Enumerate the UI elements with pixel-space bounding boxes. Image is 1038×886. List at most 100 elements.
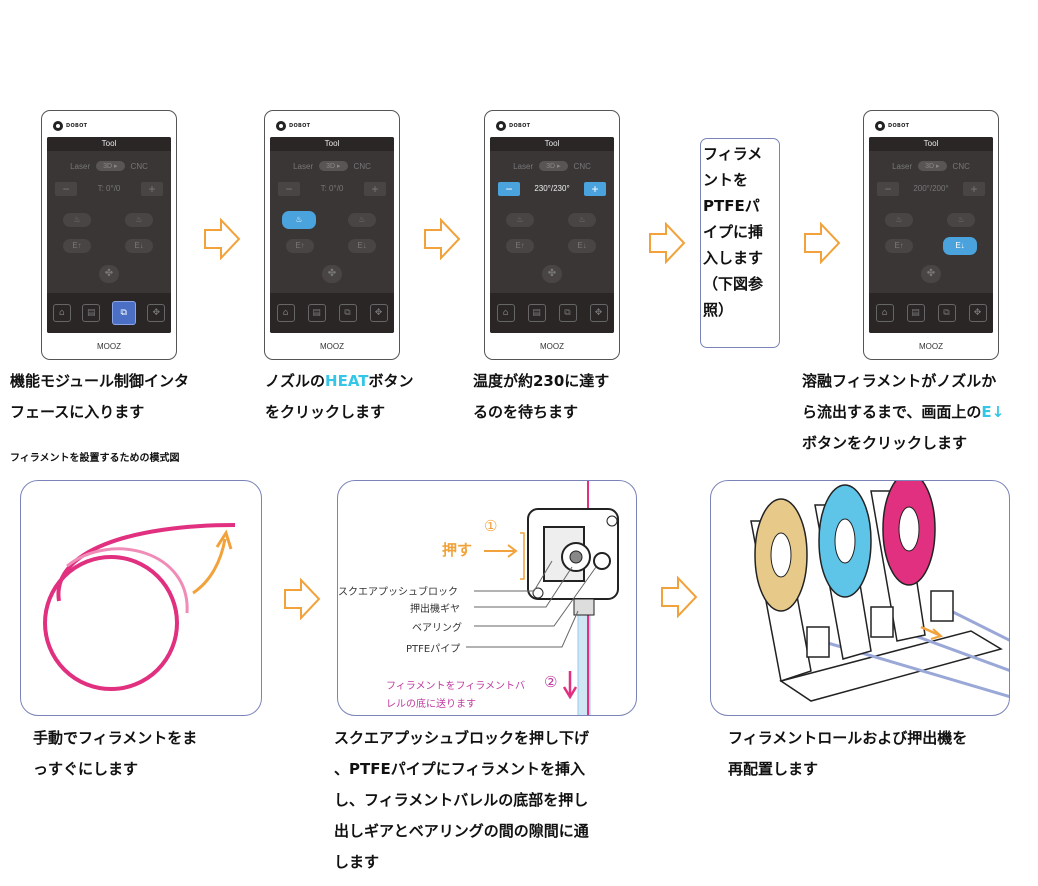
extrude-up-button[interactable]: E↑	[63, 239, 91, 253]
bed-heat-button[interactable]: ♨	[125, 213, 153, 227]
bottom-nav: ⌂ ▤ ⧉ ✥	[490, 293, 614, 333]
step2-caption: ノズルのHEATボタン をクリックします	[265, 372, 414, 421]
heat-button[interactable]: ♨	[282, 211, 316, 229]
step3-caption: 温度が約230に達す るのを待ちます	[473, 372, 610, 421]
mode-selector: Laser 3D ▸ CNC	[490, 159, 614, 173]
temp-plus-button[interactable]: +	[363, 181, 386, 196]
mode-cnc[interactable]: CNC	[353, 161, 371, 171]
mode-selector: Laser 3D ▸ CNC	[270, 159, 394, 173]
next-step-arrow-icon	[204, 218, 241, 260]
fan-icon[interactable]: ✤	[322, 265, 342, 283]
tool-icon[interactable]: ⧉	[338, 304, 357, 322]
phone-mockup-3: DOBOT Tool Laser 3D ▸ CNC − 230°/230° + …	[484, 110, 620, 360]
tool-icon[interactable]: ⧉	[111, 301, 136, 325]
feed-label-1: フィラメントをフィラメントバ	[386, 681, 525, 692]
bed-heat-button[interactable]: ♨	[348, 213, 376, 227]
temp-minus-button[interactable]: −	[498, 181, 520, 196]
bed-heat-button[interactable]: ♨	[568, 213, 596, 227]
extrude-up-button[interactable]: E↑	[506, 239, 534, 253]
mode-laser[interactable]: Laser	[513, 161, 534, 171]
bottom-nav: ⌂ ▤ ⧉ ✥	[270, 293, 394, 333]
heat-nozzle-icon: ♨	[895, 215, 903, 224]
heat-highlight: HEAT	[325, 372, 369, 390]
step1-caption: 機能モジュール制御インタ フェースに入ります	[10, 372, 189, 421]
temp-readout: T: 0°/0	[97, 184, 121, 193]
extrude-down-button[interactable]: E↓	[125, 239, 153, 253]
home-icon[interactable]: ⌂	[276, 304, 295, 322]
tool-icon[interactable]: ⧉	[558, 304, 577, 322]
extrude-down-button[interactable]: E↓	[943, 237, 977, 255]
heat-nozzle-icon: ♨	[516, 215, 524, 224]
mode-cnc[interactable]: CNC	[952, 161, 970, 171]
heat-button[interactable]: ♨	[885, 213, 913, 227]
phone-mockup-1: DOBOT Tool Laser 3D ▸ CNC − T: 0°/0 + ♨ …	[41, 110, 177, 360]
move-icon[interactable]: ✥	[369, 304, 388, 322]
bed-heat-button[interactable]: ♨	[947, 213, 975, 227]
note-line: 入します	[703, 249, 764, 267]
ptfe-pipe-label: PTFEパイプ	[406, 644, 461, 655]
insert-caption: スクエアプッシュブロックを押し下げ 、PTFEパイプにフィラメントを挿入 し、フ…	[334, 729, 590, 871]
model-label: MOOZ	[320, 342, 344, 351]
extruder-illustration	[466, 481, 619, 715]
fan-icon[interactable]: ✤	[99, 265, 119, 283]
brand-logo: DOBOT	[875, 120, 909, 132]
temp-plus-button[interactable]: +	[962, 181, 985, 196]
temp-minus-button[interactable]: −	[278, 181, 300, 196]
mode-cnc[interactable]: CNC	[573, 161, 591, 171]
temp-plus-button[interactable]: +	[140, 181, 163, 196]
brand-logo: DOBOT	[53, 120, 87, 132]
dobot-logo-icon	[53, 121, 63, 131]
mode-3d[interactable]: 3D ▸	[319, 161, 348, 171]
file-icon[interactable]: ▤	[906, 304, 925, 322]
mode-selector: Laser 3D ▸ CNC	[869, 159, 993, 173]
phone-mockup-2: DOBOT Tool Laser 3D ▸ CNC − T: 0°/0 + ♨ …	[264, 110, 400, 360]
temp-minus-button[interactable]: −	[55, 181, 77, 196]
mode-laser[interactable]: Laser	[70, 161, 91, 171]
heat-button[interactable]: ♨	[63, 213, 91, 227]
straighten-caption: 手動でフィラメントをま っすぐにします	[33, 729, 198, 778]
temp-plus-button[interactable]: +	[583, 181, 606, 196]
home-icon[interactable]: ⌂	[52, 304, 71, 322]
bed-heat-icon: ♨	[135, 215, 143, 224]
temperature-control: − 230°/230° +	[498, 181, 606, 196]
file-icon[interactable]: ▤	[527, 304, 546, 322]
dobot-logo-icon	[875, 121, 885, 131]
heat-nozzle-icon: ♨	[295, 215, 303, 224]
heat-nozzle-icon: ♨	[73, 215, 81, 224]
extrude-up-button[interactable]: E↑	[885, 239, 913, 253]
model-label: MOOZ	[97, 342, 121, 351]
model-label: MOOZ	[919, 342, 943, 351]
mode-3d[interactable]: 3D ▸	[539, 161, 568, 171]
mode-selector: Laser 3D ▸ CNC	[47, 159, 171, 173]
bed-heat-icon: ♨	[578, 215, 586, 224]
screen-title: Tool	[869, 137, 993, 151]
home-icon[interactable]: ⌂	[875, 304, 894, 322]
dobot-logo-icon	[496, 121, 506, 131]
move-icon[interactable]: ✥	[147, 304, 166, 322]
insert-filament-note: フィラメ ントを PTFEパ イプに挿 入します （下図参 照）	[700, 138, 780, 348]
move-icon[interactable]: ✥	[589, 304, 608, 322]
mode-cnc[interactable]: CNC	[130, 161, 148, 171]
mode-laser[interactable]: Laser	[293, 161, 314, 171]
extrude-up-button[interactable]: E↑	[286, 239, 314, 253]
extruder-gear-label: 押出機ギヤ	[410, 604, 460, 615]
extrude-down-button[interactable]: E↓	[348, 239, 376, 253]
next-step-arrow-icon	[424, 218, 461, 260]
file-icon[interactable]: ▤	[82, 304, 101, 322]
mode-3d[interactable]: 3D ▸	[96, 161, 125, 171]
file-icon[interactable]: ▤	[307, 304, 326, 322]
fan-icon[interactable]: ✤	[542, 265, 562, 283]
tool-icon[interactable]: ⧉	[937, 304, 956, 322]
extrude-down-button[interactable]: E↓	[568, 239, 596, 253]
heat-button[interactable]: ♨	[506, 213, 534, 227]
home-icon[interactable]: ⌂	[496, 304, 515, 322]
note-line: フィラメ	[703, 145, 763, 163]
fan-icon[interactable]: ✤	[921, 265, 941, 283]
mode-3d[interactable]: 3D ▸	[918, 161, 947, 171]
bed-heat-icon: ♨	[957, 215, 965, 224]
phone-screen: Tool Laser 3D ▸ CNC − 230°/230° + ♨ ♨ E↑…	[490, 137, 614, 333]
temp-minus-button[interactable]: −	[877, 181, 899, 196]
mode-laser[interactable]: Laser	[892, 161, 913, 171]
phone-screen: Tool Laser 3D ▸ CNC − T: 0°/0 + ♨ ♨ E↑ E…	[270, 137, 394, 333]
move-icon[interactable]: ✥	[968, 304, 987, 322]
